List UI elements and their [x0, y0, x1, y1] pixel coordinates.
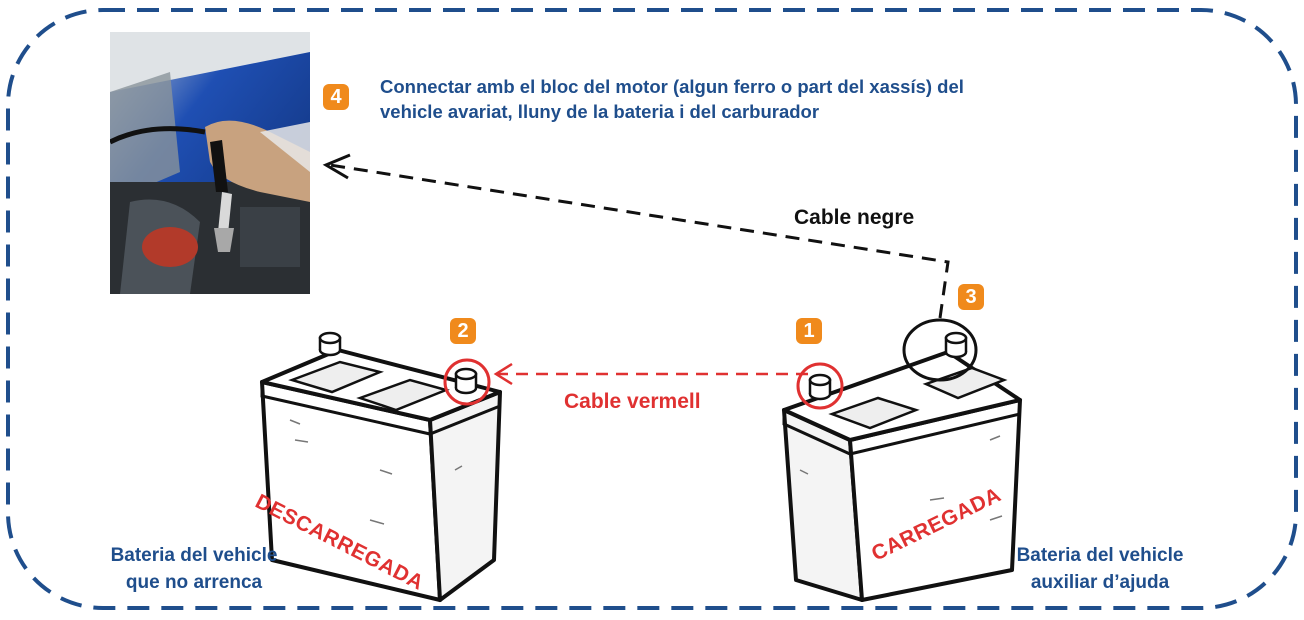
left-caption-line-1: Bateria del vehicle [110, 545, 278, 566]
left-battery-caption: Bateria del vehicle que no arrenca [74, 542, 314, 596]
step-2-badge: 2 [450, 318, 476, 344]
instruction-text: Connectar amb el bloc del motor (algun f… [380, 74, 964, 124]
black-cable-line [329, 163, 950, 319]
right-negative-terminal-highlight [902, 318, 978, 382]
dashed-border [6, 8, 1298, 610]
black-cable-label: Cable negre [794, 206, 915, 229]
engine-clamp-photo [110, 32, 310, 294]
black-cable-arrowhead [322, 153, 351, 180]
right-battery [782, 331, 1022, 602]
right-battery-caption: Bateria del vehicle auxiliar d’ajuda [980, 542, 1220, 596]
red-cable-label: Cable vermell [564, 390, 701, 413]
hand-clamping-jumper-cable-to-engine-photo [110, 32, 310, 294]
instruction-line-1: Connectar amb el bloc del motor (algun f… [380, 76, 964, 97]
step-4-badge: 4 [323, 84, 349, 110]
left-battery [260, 331, 502, 602]
right-positive-terminal-highlight [796, 362, 844, 410]
right-caption-line-1: Bateria del vehicle [1016, 545, 1184, 566]
left-positive-terminal-highlight [443, 358, 491, 406]
step-3-badge: 3 [958, 284, 984, 310]
instruction-line-2: vehicle avariat, lluny de la bateria i d… [380, 101, 820, 122]
step-1-badge: 1 [796, 318, 822, 344]
red-cable-arrowhead [493, 362, 513, 386]
right-caption-line-2: auxiliar d’ajuda [1030, 572, 1170, 593]
left-caption-line-2: que no arrenca [125, 572, 263, 593]
